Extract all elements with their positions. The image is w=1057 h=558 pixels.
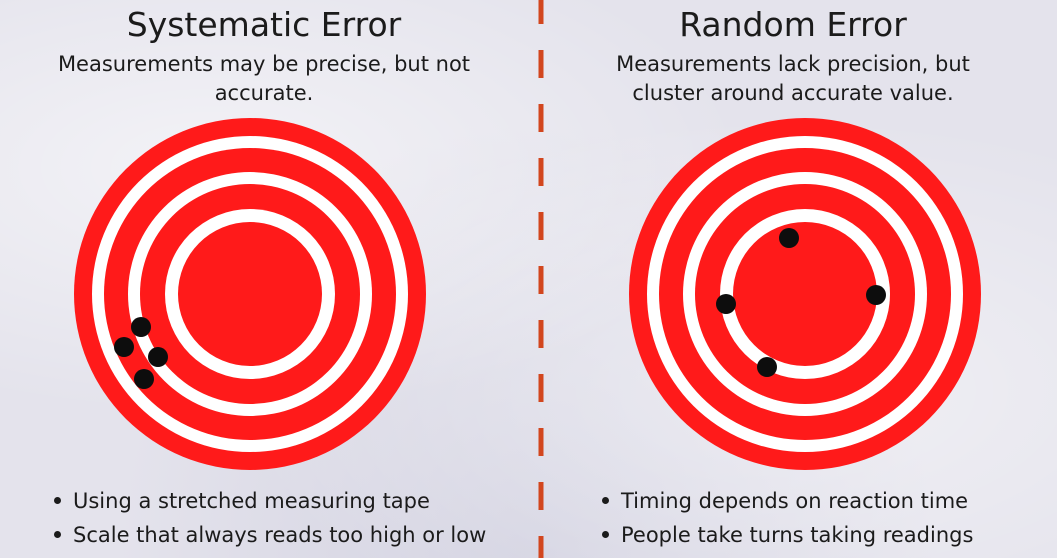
- bullet-icon: [54, 530, 61, 538]
- target-bullseye: [733, 222, 877, 366]
- random-examples-list: Timing depends on reaction time People t…: [602, 484, 973, 552]
- shot-mark: [779, 228, 799, 248]
- dashed-divider: [538, 0, 544, 558]
- list-item: Timing depends on reaction time: [602, 484, 973, 518]
- list-item-text: Using a stretched measuring tape: [73, 489, 430, 513]
- systematic-error-title: Systematic Error: [126, 5, 402, 44]
- systematic-subtitle-line-2: accurate.: [214, 81, 314, 105]
- shot-mark: [131, 317, 151, 337]
- systematic-error-panel: Systematic Error Measurements may be pre…: [0, 0, 528, 558]
- shot-mark: [757, 357, 777, 377]
- random-target: [629, 118, 981, 470]
- list-item: Using a stretched measuring tape: [54, 484, 486, 518]
- list-item-text: Timing depends on reaction time: [621, 489, 969, 513]
- random-error-subtitle: Measurements lack precision, but cluster…: [559, 50, 1027, 108]
- shot-mark: [866, 285, 886, 305]
- random-subtitle-line-1: Measurements lack precision, but: [616, 52, 970, 76]
- shot-mark: [114, 337, 134, 357]
- shot-mark: [134, 369, 154, 389]
- systematic-subtitle-line-1: Measurements may be precise, but not: [57, 52, 471, 76]
- systematic-target: [74, 118, 426, 470]
- shot-mark: [148, 347, 168, 367]
- bullet-icon: [602, 496, 609, 504]
- shot-mark: [716, 294, 736, 314]
- list-item: Scale that always reads too high or low: [54, 518, 486, 552]
- bullet-icon: [54, 496, 61, 504]
- random-target-graphic: [629, 118, 981, 470]
- random-error-panel: Random Error Measurements lack precision…: [529, 0, 1057, 558]
- systematic-examples-list: Using a stretched measuring tape Scale t…: [54, 484, 486, 552]
- systematic-error-subtitle: Measurements may be precise, but not acc…: [30, 50, 498, 108]
- systematic-target-graphic: [74, 118, 426, 470]
- random-error-title: Random Error: [679, 5, 907, 44]
- list-item: People take turns taking readings: [602, 518, 973, 552]
- random-subtitle-line-2: cluster around accurate value.: [632, 81, 954, 105]
- list-item-text: People take turns taking readings: [621, 523, 974, 547]
- target-bullseye: [178, 222, 322, 366]
- list-item-text: Scale that always reads too high or low: [73, 523, 487, 547]
- bullet-icon: [602, 530, 609, 538]
